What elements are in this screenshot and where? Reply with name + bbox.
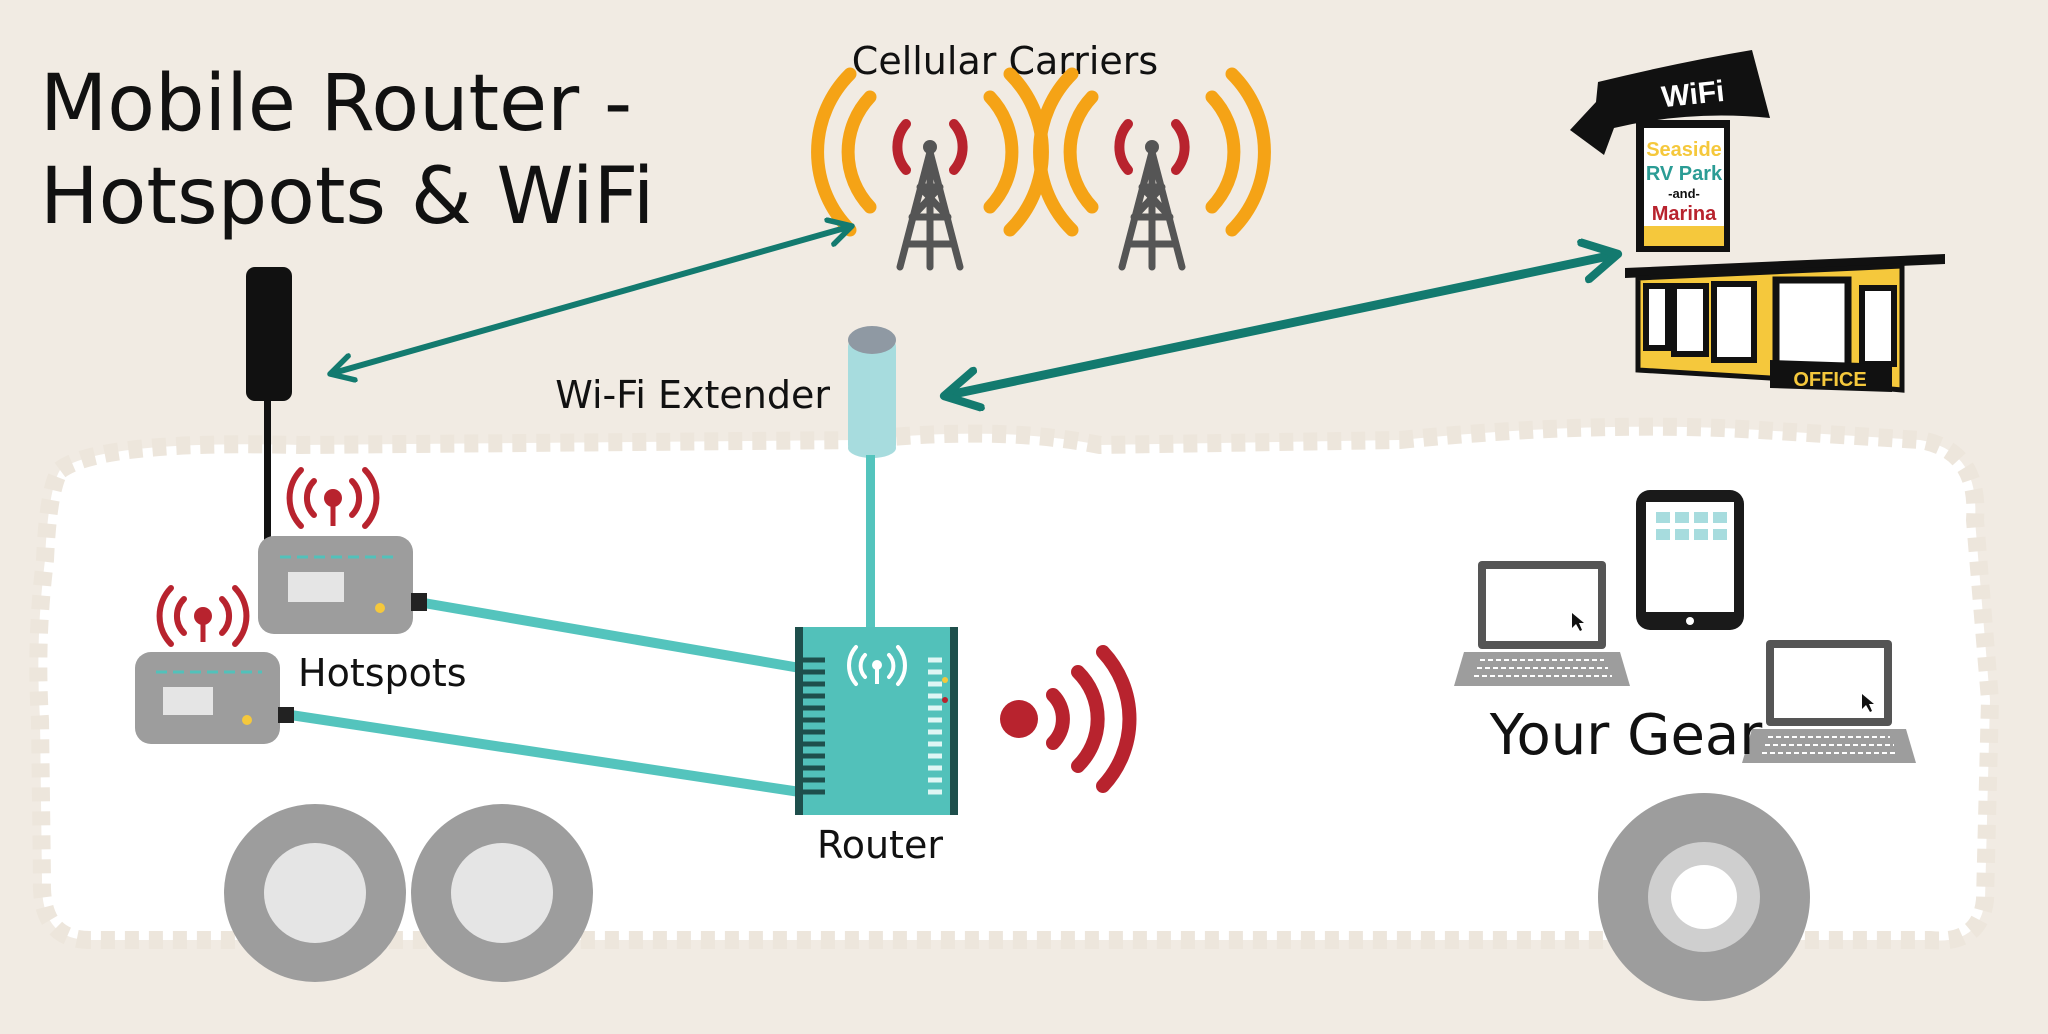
- wifi-extender-icon: [848, 326, 896, 633]
- sign-line-marina: Marina: [1652, 203, 1717, 225]
- tablet-icon: [1636, 490, 1744, 630]
- office-sign-text: OFFICE: [1793, 369, 1866, 391]
- wheel-icon: [411, 804, 593, 982]
- hotspot-icon: [258, 467, 427, 634]
- wifi-signal-icon: [1000, 645, 1137, 793]
- hotspots-label: Hotspots: [298, 651, 467, 695]
- router-icon: [795, 627, 958, 815]
- sign-line-seaside: Seaside: [1646, 139, 1722, 161]
- antenna-icon: [246, 267, 292, 542]
- office-building-icon: OFFICE: [1625, 254, 1945, 393]
- wifi-sign-text: WiFi: [1660, 75, 1726, 114]
- sign-line-and: -and-: [1668, 186, 1700, 201]
- rv-park-sign: WiFi Seaside RV Park -and- Marina: [1570, 50, 1770, 252]
- title-line-1: Mobile Router -: [40, 59, 632, 149]
- antenna-tower-arrow: [330, 226, 852, 374]
- cell-tower-icon: [1033, 67, 1271, 271]
- router-label: Router: [817, 823, 943, 867]
- extender-park-arrow: [944, 254, 1618, 396]
- laptop-icon: [1742, 640, 1916, 763]
- hotspot-icon: [135, 585, 294, 744]
- hotspot-cables: [283, 597, 801, 797]
- wifi-extender-label: Wi-Fi Extender: [555, 373, 830, 417]
- laptop-icon: [1454, 561, 1630, 686]
- title-line-2: Hotspots & WiFi: [40, 152, 654, 242]
- your-gear-label: Your Gear: [1489, 703, 1764, 768]
- cell-tower-icon: [811, 67, 1049, 271]
- wheel-icon: [1598, 793, 1810, 1001]
- sign-line-rv-park: RV Park: [1646, 163, 1723, 185]
- wheel-icon: [224, 804, 406, 982]
